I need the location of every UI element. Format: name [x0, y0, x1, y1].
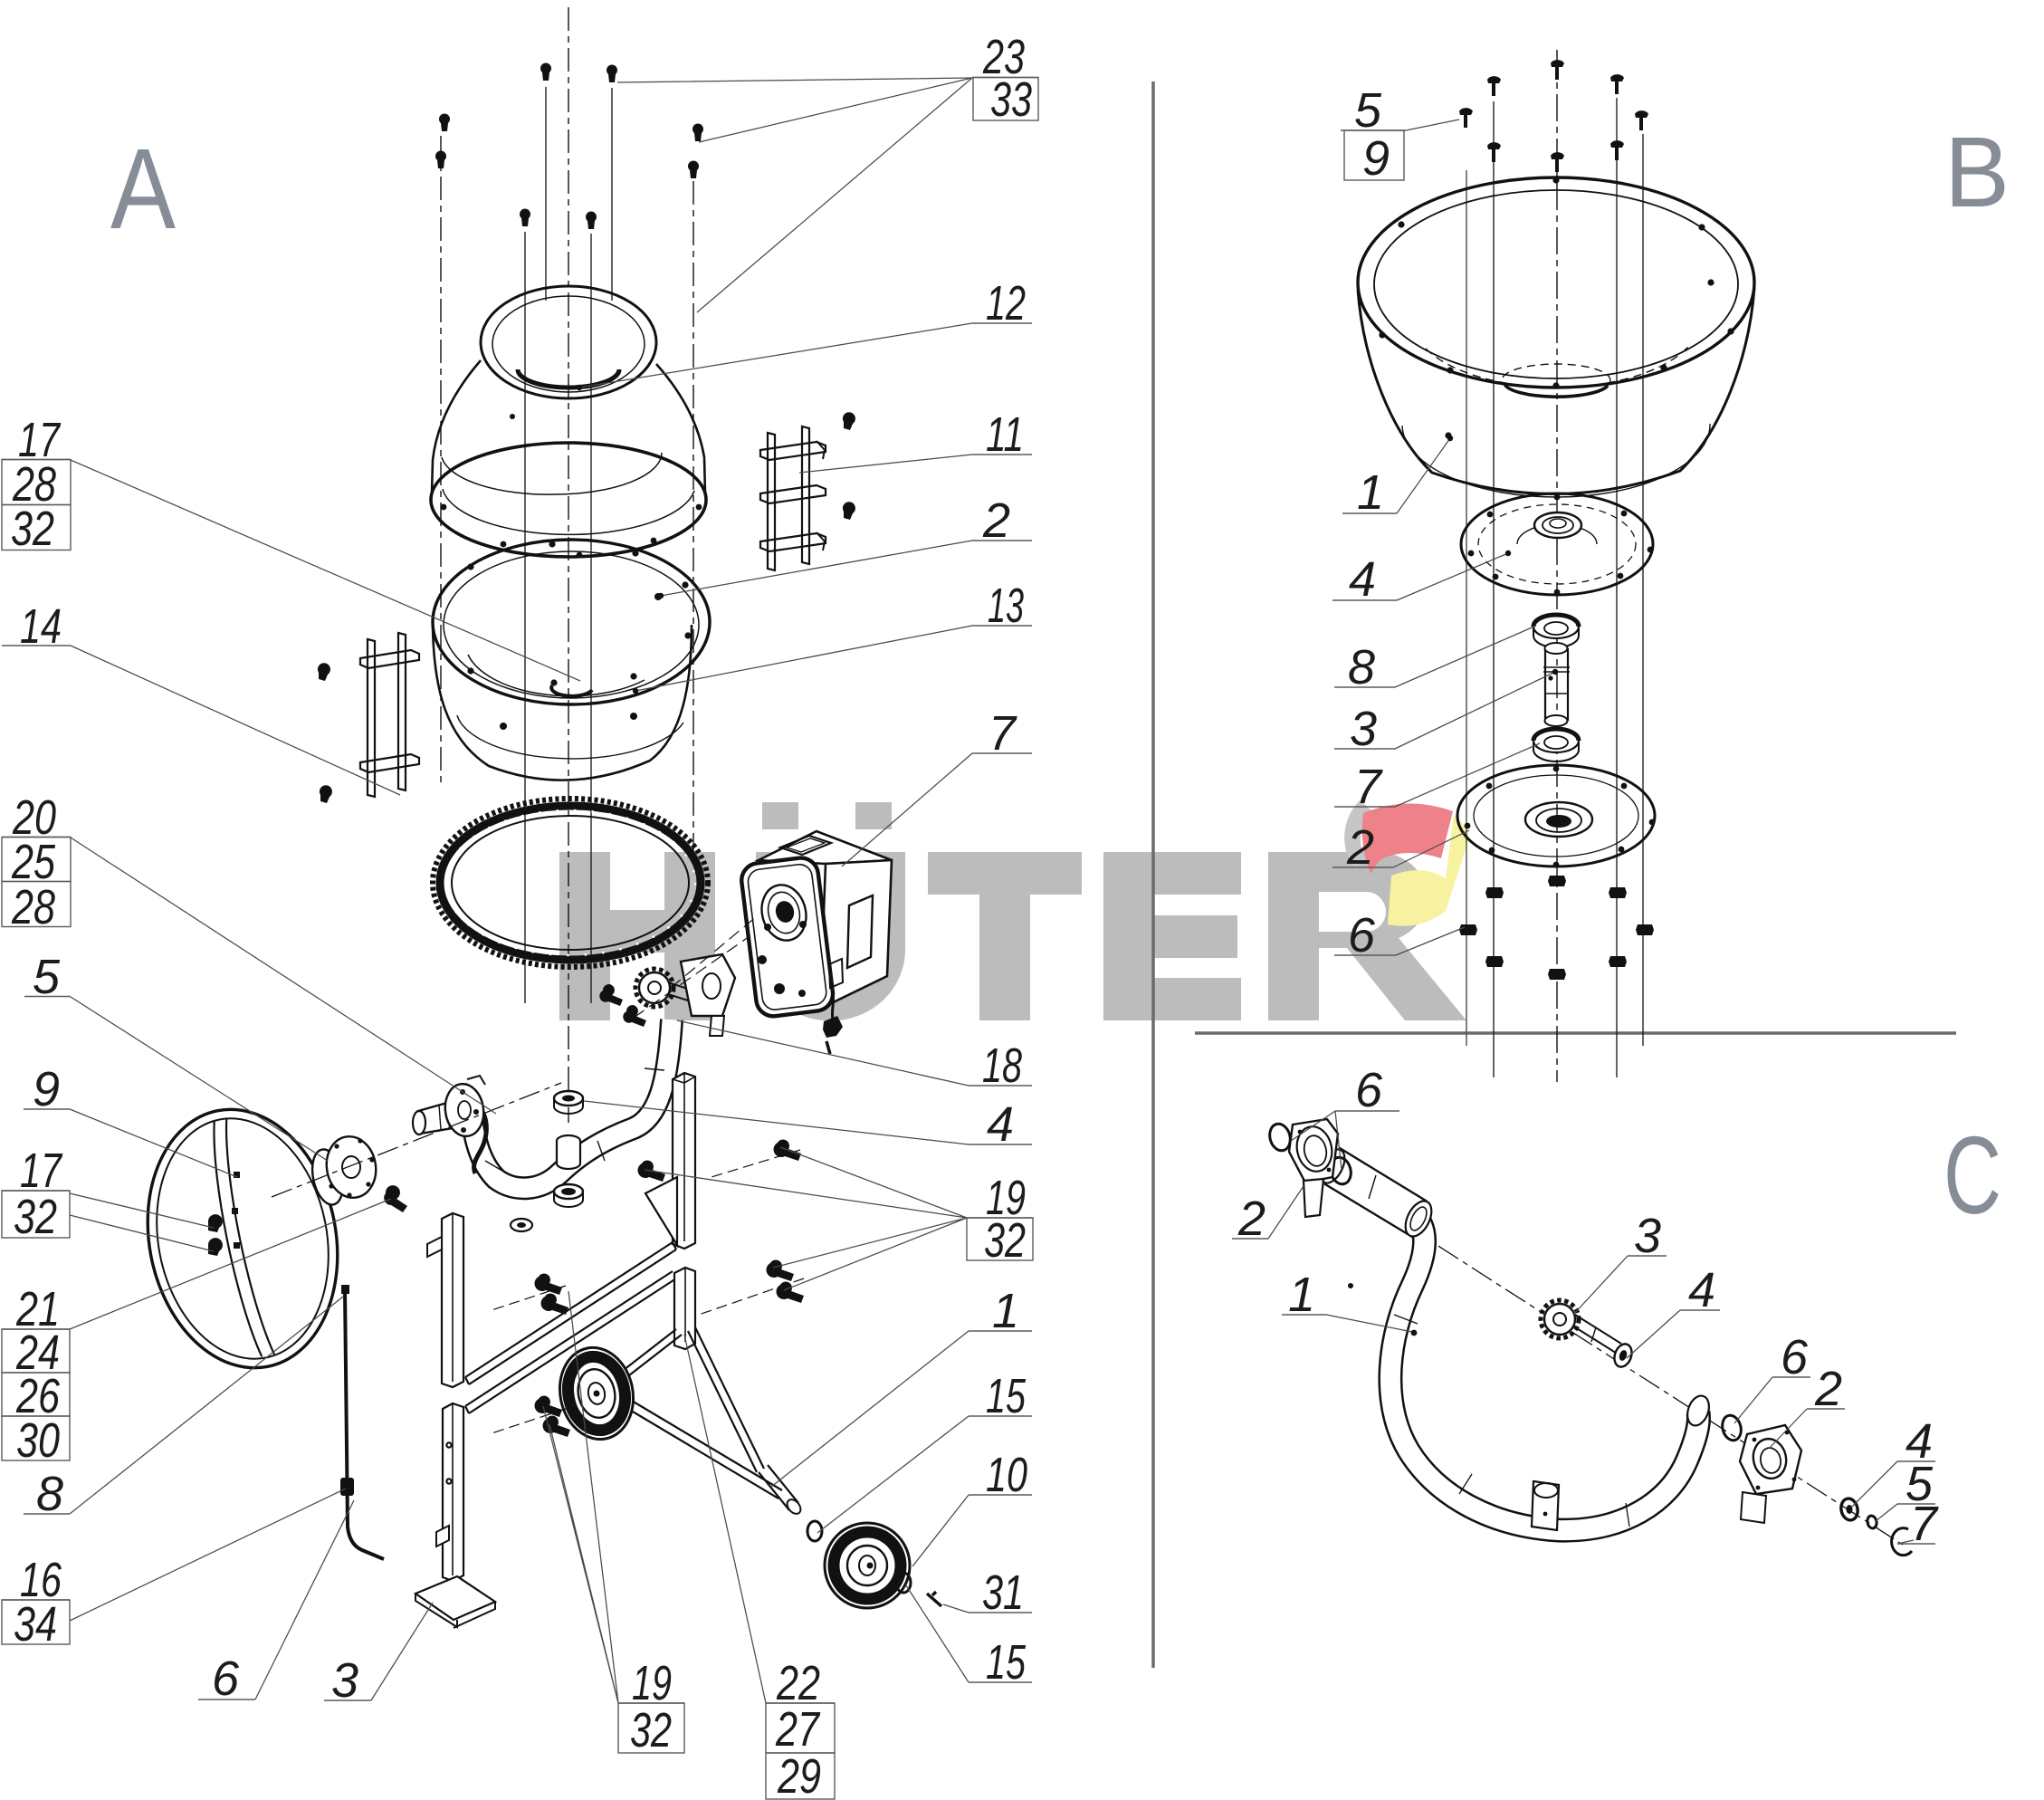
svg-text:4: 4	[987, 1097, 1014, 1152]
svg-text:15: 15	[986, 1369, 1027, 1423]
svg-text:13: 13	[988, 579, 1024, 633]
svg-text:A: A	[110, 125, 176, 253]
svg-text:32: 32	[11, 502, 54, 556]
svg-text:6: 6	[1355, 1063, 1383, 1117]
svg-text:1: 1	[1288, 1268, 1315, 1322]
svg-text:3: 3	[331, 1653, 358, 1708]
svg-text:5: 5	[33, 950, 61, 1004]
svg-text:2: 2	[982, 493, 1010, 548]
svg-text:32: 32	[630, 1703, 672, 1757]
svg-text:11: 11	[986, 407, 1024, 462]
svg-text:8: 8	[36, 1467, 63, 1521]
svg-text:15: 15	[986, 1635, 1027, 1690]
svg-text:32: 32	[984, 1213, 1026, 1268]
svg-text:24: 24	[15, 1326, 60, 1380]
svg-text:34: 34	[14, 1597, 57, 1652]
svg-text:28: 28	[11, 880, 55, 934]
svg-text:23: 23	[982, 30, 1025, 84]
svg-text:B: B	[1944, 117, 2010, 228]
svg-text:30: 30	[16, 1413, 60, 1468]
svg-text:7: 7	[1354, 760, 1383, 814]
svg-text:4: 4	[1906, 1414, 1933, 1469]
svg-text:10: 10	[986, 1448, 1027, 1502]
svg-text:18: 18	[982, 1039, 1022, 1093]
svg-text:31: 31	[982, 1565, 1024, 1620]
svg-text:29: 29	[777, 1749, 821, 1800]
svg-text:33: 33	[990, 72, 1032, 127]
svg-text:21: 21	[15, 1282, 60, 1336]
svg-text:1: 1	[992, 1284, 1019, 1338]
svg-text:6: 6	[1781, 1330, 1809, 1384]
svg-text:9: 9	[1362, 131, 1390, 186]
svg-text:1: 1	[1357, 465, 1384, 520]
svg-text:8: 8	[1348, 640, 1375, 694]
svg-text:32: 32	[14, 1190, 57, 1244]
svg-text:25: 25	[11, 835, 56, 889]
svg-text:7: 7	[989, 706, 1017, 761]
svg-text:26: 26	[15, 1369, 61, 1423]
svg-text:5: 5	[1354, 83, 1382, 138]
svg-text:4: 4	[1349, 552, 1376, 607]
svg-text:28: 28	[12, 457, 56, 512]
svg-text:19: 19	[632, 1656, 672, 1710]
svg-text:2: 2	[1814, 1362, 1842, 1416]
svg-text:4: 4	[1688, 1263, 1715, 1317]
svg-text:C: C	[1944, 1114, 2001, 1237]
svg-text:7: 7	[1910, 1497, 1939, 1551]
svg-text:17: 17	[18, 413, 61, 467]
svg-text:19: 19	[986, 1171, 1026, 1225]
svg-text:27: 27	[775, 1702, 820, 1757]
svg-text:6: 6	[212, 1652, 240, 1706]
svg-text:20: 20	[12, 790, 56, 845]
svg-text:14: 14	[20, 599, 62, 654]
svg-text:9: 9	[33, 1062, 60, 1116]
svg-text:22: 22	[776, 1656, 820, 1710]
svg-text:2: 2	[1237, 1192, 1266, 1246]
svg-text:5: 5	[1906, 1457, 1934, 1511]
svg-text:6: 6	[1348, 908, 1376, 962]
svg-text:3: 3	[1350, 702, 1377, 756]
svg-text:12: 12	[986, 276, 1026, 330]
svg-text:17: 17	[20, 1144, 62, 1198]
svg-text:3: 3	[1634, 1209, 1661, 1263]
svg-text:16: 16	[20, 1553, 62, 1607]
svg-text:2: 2	[1346, 820, 1374, 875]
